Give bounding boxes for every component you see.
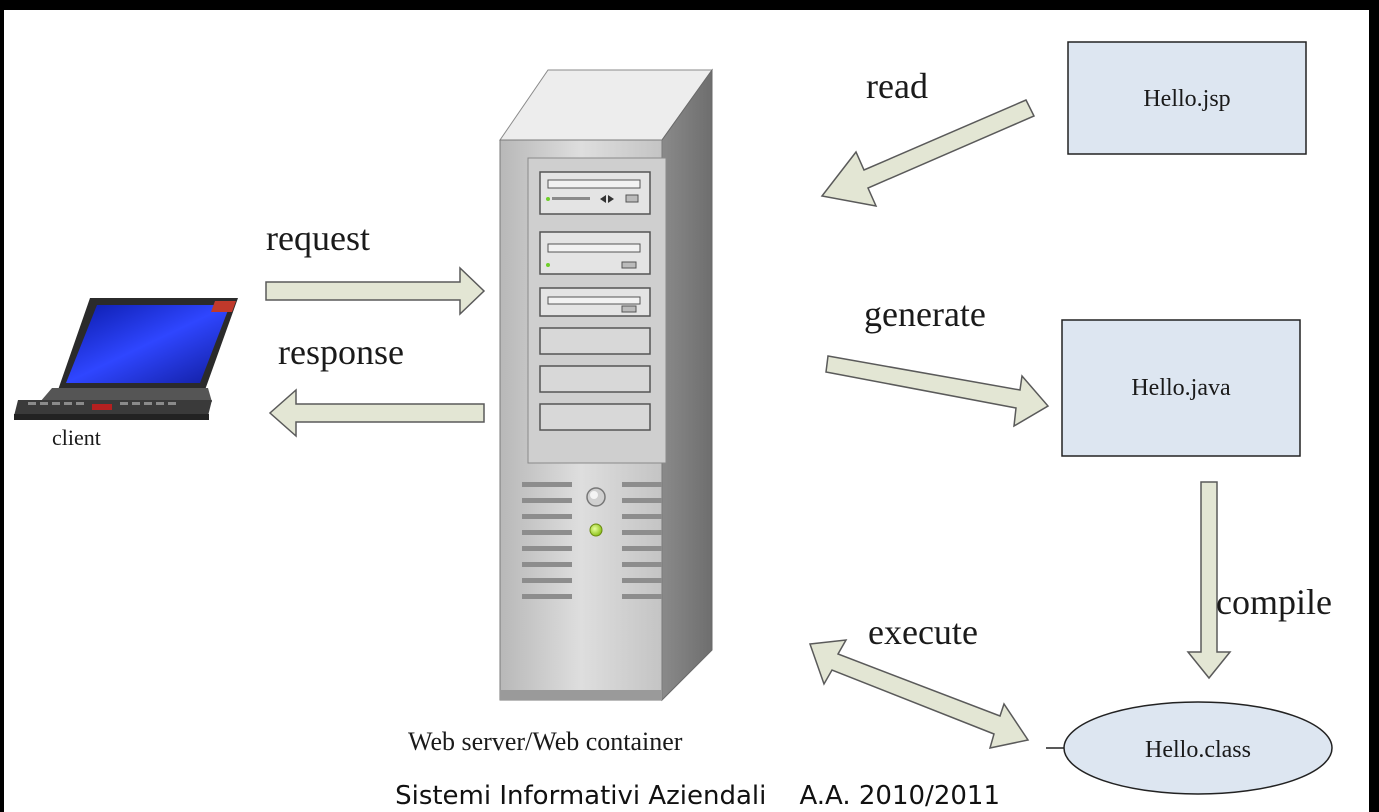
server-tower-icon	[499, 68, 713, 702]
generate-arrow	[825, 355, 1050, 428]
footer-text: Sistemi Informativi Aziendali A.A. 2010/…	[395, 781, 1000, 811]
request-arrow	[265, 266, 486, 316]
hello-class-ellipse: Hello.class	[1046, 701, 1333, 795]
hello-jsp-label: Hello.jsp	[1143, 86, 1230, 112]
hello-jsp-box: Hello.jsp	[1067, 41, 1307, 155]
hello-java-label: Hello.java	[1131, 375, 1231, 401]
request-label: request	[266, 218, 370, 258]
compile-arrow	[1186, 481, 1232, 680]
execute-label: execute	[868, 612, 978, 652]
generate-label: generate	[864, 294, 986, 334]
read-label: read	[866, 66, 928, 106]
laptop-icon	[14, 298, 238, 420]
server-label: Web server/Web container	[408, 727, 683, 756]
client-label: client	[52, 425, 101, 450]
compile-label: compile	[1216, 582, 1332, 622]
hello-java-box: Hello.java	[1061, 319, 1301, 457]
hello-class-label: Hello.class	[1145, 737, 1251, 763]
response-label: response	[278, 332, 404, 372]
execute-arrow	[808, 639, 1030, 749]
response-arrow	[268, 388, 485, 438]
read-arrow	[820, 99, 1036, 207]
